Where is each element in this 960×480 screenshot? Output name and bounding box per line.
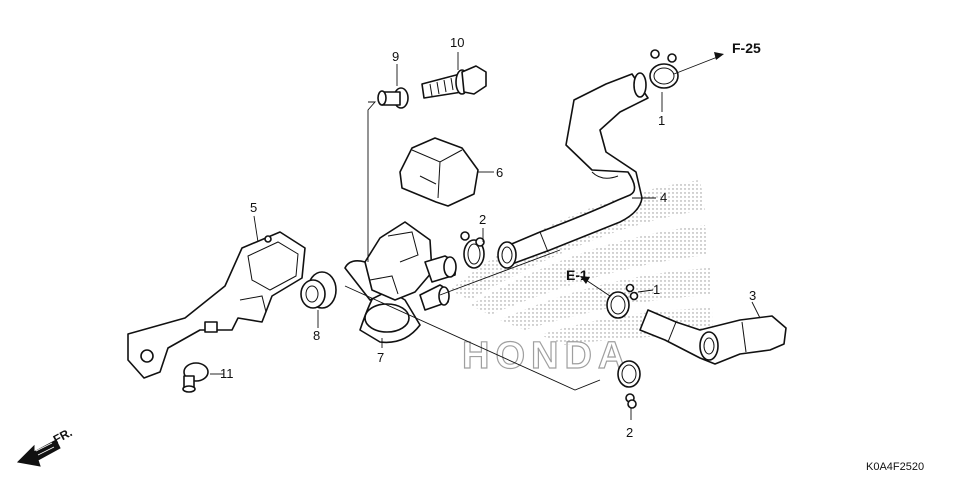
- valve-part-7: [344, 221, 457, 344]
- leader-lines: [210, 52, 761, 420]
- callout-1-mid: 1: [653, 282, 660, 297]
- grommet-part-8: [300, 271, 337, 309]
- cover-part-6: [399, 137, 479, 207]
- clamp-part-1a: [649, 49, 679, 89]
- clamp-part-2a: [460, 231, 485, 269]
- callout-8: 8: [313, 328, 320, 343]
- bolt-part-10: [421, 65, 487, 99]
- callout-3: 3: [749, 288, 756, 303]
- callout-2-bottom: 2: [626, 425, 633, 440]
- collar-part-9: [377, 87, 409, 109]
- clamp-part-1b: [606, 283, 639, 319]
- callout-2-top: 2: [479, 212, 486, 227]
- honda-wing-watermark: HONDA: [450, 180, 713, 378]
- callout-9: 9: [392, 49, 399, 64]
- callout-1-top: 1: [658, 113, 665, 128]
- ref-label-e1: E-1: [566, 267, 588, 283]
- clamp-part-2b: [617, 360, 641, 409]
- front-arrow-icon: [16, 439, 61, 467]
- callout-6: 6: [496, 165, 503, 180]
- bracket-part-5: [127, 231, 306, 379]
- bolt-part-11: [182, 362, 209, 393]
- diagram-code: K0A4F2520: [866, 461, 924, 473]
- ref-label-f25: F-25: [732, 40, 761, 56]
- callout-11: 11: [220, 366, 234, 381]
- callout-5: 5: [250, 200, 257, 215]
- callout-4: 4: [660, 190, 667, 205]
- honda-watermark-text: HONDA: [462, 335, 631, 377]
- hose-part-3: [639, 309, 787, 365]
- callout-7: 7: [377, 350, 384, 365]
- hose-part-4: [497, 72, 649, 269]
- callout-10: 10: [450, 35, 464, 50]
